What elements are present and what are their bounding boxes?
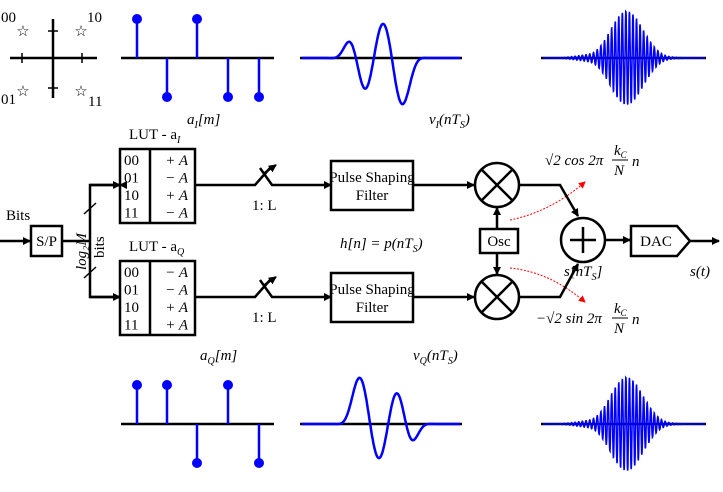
lut-code: 00 — [124, 265, 139, 281]
lut-value: + A — [165, 318, 189, 334]
stem-marker — [223, 92, 233, 102]
stem-marker — [162, 92, 172, 102]
symbol-label-10: 10 — [87, 10, 102, 26]
symbol-label-00: 00 — [1, 10, 16, 26]
s-n-label: s[nTS] — [564, 264, 603, 283]
lut-code: 11 — [124, 206, 138, 222]
star-icon: ☆ — [74, 24, 87, 40]
bits-vertical-label: bits — [92, 236, 108, 258]
lut-code: 01 — [124, 171, 139, 187]
star-icon: ☆ — [16, 84, 29, 100]
lut-code: 11 — [124, 318, 138, 334]
stem-marker — [254, 458, 264, 468]
summer — [559, 216, 607, 264]
lut-i-table: 00 + A 01 − A 10 + A 11 − A — [118, 147, 197, 225]
stem-marker — [162, 380, 172, 390]
label-v-q: vQ(nTS) — [413, 348, 458, 367]
waveform-v-i — [300, 22, 462, 106]
carrier-cos-arrow — [509, 181, 586, 221]
osc-label: Osc — [487, 234, 511, 250]
dac-block — [629, 224, 692, 258]
lut-value: − A — [165, 171, 189, 187]
lut-code: 10 — [124, 300, 139, 316]
sin-carrier-label: −√2 sin 2π — [536, 311, 602, 327]
oscillator-block — [478, 227, 520, 255]
stem-marker — [192, 458, 202, 468]
constellation-plot: ☆ ☆ ☆ ☆ 00 10 01 11 — [1, 10, 102, 110]
label-a-q: aQ[m] — [200, 348, 237, 367]
passband-signal-top — [541, 9, 706, 105]
stem-marker — [132, 380, 142, 390]
lut-value: − A — [165, 206, 189, 222]
frac-num-2: kC — [614, 301, 628, 318]
sp-label: S/P — [36, 234, 57, 250]
lut-q-title: LUT - aQ — [129, 239, 185, 258]
label-a-i: aI[m] — [187, 112, 221, 131]
mixer-q — [473, 273, 521, 321]
bits-label: Bits — [6, 208, 30, 224]
psf-q-label: Pulse Shaping — [329, 282, 415, 298]
lut-value: + A — [165, 188, 189, 204]
star-icon: ☆ — [74, 84, 87, 100]
psf-i-label: Pulse Shaping — [329, 170, 415, 186]
impulse-response-eq: h[n] = p(nTS) — [340, 236, 423, 255]
label-v-i: vI(nTS) — [429, 112, 470, 131]
upsample-ratio-q: 1: L — [252, 310, 277, 326]
lut-code: 10 — [124, 188, 139, 204]
stem-plot-a-q — [121, 380, 274, 468]
log2m-label: log₂M — [74, 232, 90, 270]
lut-value: − A — [165, 283, 189, 299]
dac-label: DAC — [640, 234, 672, 250]
stem-plot-a-i — [121, 14, 274, 102]
upsampler-i: 1: L — [195, 164, 332, 214]
lut-value: − A — [165, 265, 189, 281]
symbol-label-01: 01 — [1, 92, 16, 108]
lut-i-title: LUT - aI — [129, 127, 181, 146]
frac-den: N — [613, 163, 625, 179]
psf-i-label-2: Filter — [356, 188, 389, 204]
lut-value: + A — [165, 153, 189, 169]
symbol-label-11: 11 — [88, 94, 102, 110]
frac-den-2: N — [613, 321, 625, 337]
passband-signal-bottom — [541, 375, 706, 471]
lut-value: + A — [165, 300, 189, 316]
frac-n-2: n — [632, 312, 640, 328]
lut-code: 01 — [124, 283, 139, 299]
frac-num: kC — [614, 143, 628, 160]
stem-marker — [132, 14, 142, 24]
cos-carrier-label: √2 cos 2π — [545, 153, 604, 169]
upsampler-q: 1: L — [195, 276, 332, 326]
stem-marker — [254, 92, 264, 102]
waveform-v-q — [300, 376, 462, 460]
lut-code: 00 — [124, 153, 139, 169]
frac-n: n — [632, 154, 640, 170]
lut-q-table: 00 − A 01 − A 10 + A 11 + A — [118, 259, 197, 337]
stem-marker — [192, 14, 202, 24]
mixer-i — [473, 161, 521, 209]
psf-q-label-2: Filter — [356, 300, 389, 316]
s-t-label: s(t) — [690, 264, 710, 280]
carrier-sin-arrow — [509, 267, 586, 303]
star-icon: ☆ — [16, 24, 29, 40]
upsample-ratio-i: 1: L — [252, 198, 277, 214]
stem-marker — [223, 380, 233, 390]
